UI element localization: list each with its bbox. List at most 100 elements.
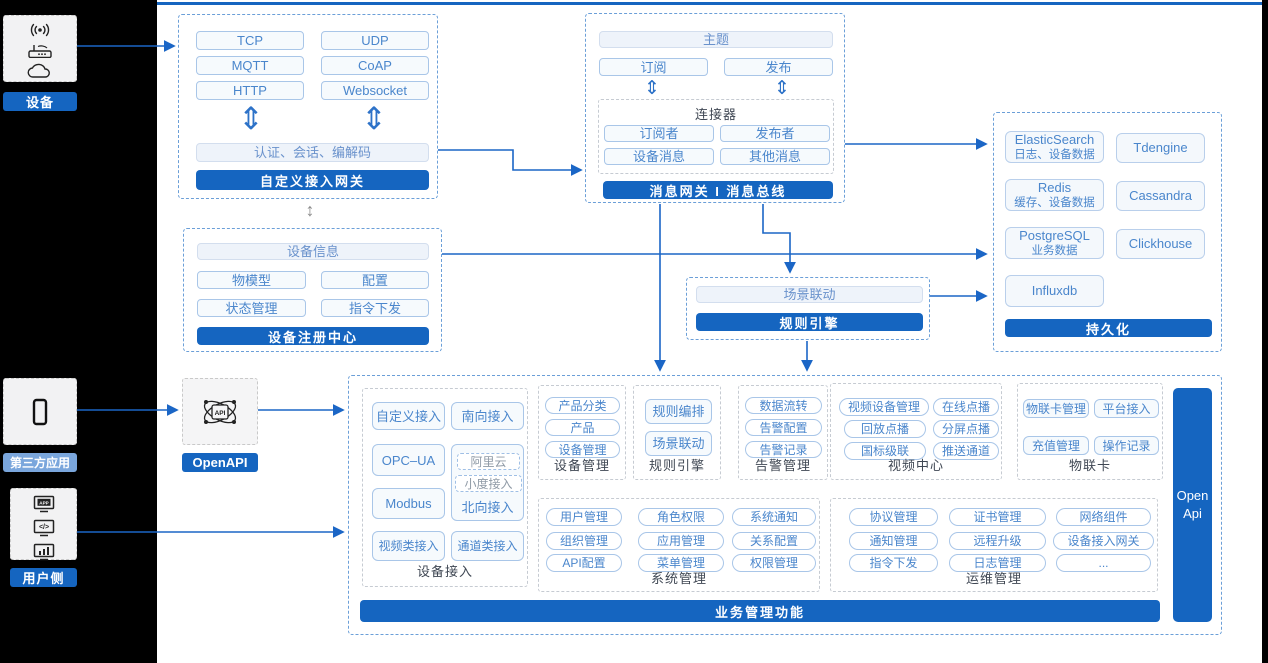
chip-influxdb: Influxdb	[1005, 275, 1104, 307]
app-window-icon: APP	[33, 495, 54, 513]
openapi-icon: API	[203, 399, 237, 424]
iot-card-label: 物联卡	[1068, 458, 1111, 473]
chip-alarm-record: 告警记录	[745, 441, 822, 458]
chart-window-icon	[33, 543, 54, 561]
chip-thing-model: 物模型	[197, 271, 306, 289]
chip-push-channel: 推送通道	[933, 442, 999, 460]
section-system: 用户管理 角色权限 系统通知 组织管理 应用管理 关系配置 API配置 菜单管理…	[538, 498, 820, 592]
section-alarm: 数据流转 告警配置 告警记录 告警管理	[738, 385, 828, 480]
chip-api-config: API配置	[546, 554, 622, 572]
chip-scene-linkage-2: 场景联动	[645, 431, 712, 456]
chip-publisher: 发布者	[720, 125, 830, 142]
chip-topic: 主题	[599, 31, 833, 48]
connector-title: 连接器	[694, 107, 737, 122]
chip-remote-upgrade: 远程升级	[949, 532, 1046, 550]
chip-scene-linkage: 场景联动	[696, 286, 923, 303]
section-video: 视频设备管理 在线点播 回放点播 分屏点播 国标级联 推送通道 视频中心	[830, 383, 1002, 480]
db-name: ElasticSearch	[1014, 131, 1095, 147]
chip-config: 配置	[321, 271, 429, 289]
double-arrow-icon: ⇕	[644, 78, 660, 99]
persistence-box: ElasticSearch 日志、设备数据 Tdengine Redis 缓存、…	[993, 112, 1222, 352]
chip-operation-record: 操作记录	[1094, 436, 1159, 455]
user-side-icon-box: APP </>	[10, 488, 77, 561]
ops-label: 运维管理	[965, 571, 1022, 586]
persistence-title-bar: 持久化	[1005, 319, 1212, 337]
gray-double-arrow-icon: ↕	[305, 200, 315, 220]
chip-iot-card-mgmt: 物联卡管理	[1023, 399, 1089, 418]
device-badge: 设备	[3, 92, 77, 111]
alarm-label: 告警管理	[754, 458, 811, 473]
chip-cert-mgmt: 证书管理	[949, 508, 1046, 526]
double-arrow-icon: ⇕	[361, 101, 387, 136]
chip-other-message: 其他消息	[720, 148, 830, 165]
chip-channel-access: 通道类接入	[451, 531, 524, 561]
chip-redis: Redis 缓存、设备数据	[1005, 179, 1104, 211]
svg-text:</>: </>	[38, 524, 48, 531]
chip-device-mgmt: 设备管理	[545, 441, 620, 458]
double-arrow-icon: ⇕	[238, 101, 264, 136]
chip-mqtt: MQTT	[196, 56, 304, 75]
system-label: 系统管理	[650, 571, 707, 586]
chip-product-category: 产品分类	[545, 397, 620, 414]
chip-device-message: 设备消息	[604, 148, 714, 165]
db-desc: 缓存、设备数据	[1014, 196, 1095, 209]
chip-custom-access: 自定义接入	[372, 402, 445, 430]
custom-gateway-title-bar: 自定义接入网关	[196, 170, 429, 190]
section-ops: 协议管理 证书管理 网络组件 通知管理 远程升级 设备接入网关 指令下发 日志管…	[830, 498, 1158, 592]
db-name: Redis	[1037, 179, 1072, 195]
chip-permission-mgmt: 权限管理	[732, 554, 816, 572]
cloud-icon	[27, 63, 50, 78]
chip-opc-ua: OPC–UA	[372, 444, 445, 476]
chip-recharge-mgmt: 充值管理	[1023, 436, 1089, 455]
chip-xiaodu-access: 小度接入	[455, 475, 522, 492]
third-party-badge: 第三方应用	[3, 453, 77, 472]
chip-more: ...	[1056, 554, 1151, 572]
svg-text:API: API	[215, 410, 226, 417]
message-gateway-title-bar: 消息网关 I 消息总线	[603, 181, 833, 199]
chip-udp: UDP	[321, 31, 429, 50]
custom-gateway-box: TCP UDP MQTT CoAP HTTP Websocket ⇕ ⇕ 认证、…	[178, 14, 438, 199]
chip-role-permission: 角色权限	[638, 508, 724, 526]
section-iot-card: 物联卡管理 平台接入 充值管理 操作记录 物联卡	[1017, 383, 1163, 480]
rule-engine-label: 规则引擎	[648, 458, 705, 473]
registry-title-bar: 设备注册中心	[197, 327, 429, 345]
chip-north-access-group: 阿里云 小度接入 北向接入	[451, 444, 524, 521]
openapi-icon-box: API	[182, 378, 258, 445]
rule-engine-box: 场景联动 规则引擎	[686, 277, 930, 340]
chip-postgresql: PostgreSQL 业务数据	[1005, 227, 1104, 259]
message-gateway-box: 主题 订阅 发布 ⇕ ⇕ 连接器 订阅者 发布者 设备消息 其他消息 消息网关 …	[585, 13, 845, 203]
chip-product: 产品	[545, 419, 620, 436]
chip-tcp: TCP	[196, 31, 304, 50]
business-title-bar: 业务管理功能	[360, 600, 1160, 622]
chip-network-component: 网络组件	[1056, 508, 1151, 526]
db-desc: 日志、设备数据	[1014, 148, 1095, 161]
section-rule-engine: 规则编排 场景联动 规则引擎	[633, 385, 721, 480]
phone-icon	[32, 398, 48, 425]
connector-box: 连接器 订阅者 发布者 设备消息 其他消息	[598, 99, 834, 174]
chip-http: HTTP	[196, 81, 304, 100]
rule-engine-title-bar: 规则引擎	[696, 313, 923, 331]
svg-text:APP: APP	[39, 500, 48, 505]
north-access-label: 北向接入	[461, 500, 514, 515]
chip-alarm-config: 告警配置	[745, 419, 822, 436]
chip-data-flow: 数据流转	[745, 397, 822, 414]
chip-clickhouse: Clickhouse	[1116, 229, 1205, 259]
chip-aliyun: 阿里云	[457, 453, 520, 470]
chip-split-screen: 分屏点播	[933, 420, 999, 438]
db-name: PostgreSQL	[1019, 227, 1090, 243]
open-api-vertical-bar: Open Api	[1173, 388, 1212, 622]
chip-coap: CoAP	[321, 56, 429, 75]
chip-publish: 发布	[724, 58, 833, 76]
device-registry-box: 设备信息 物模型 配置 状态管理 指令下发 设备注册中心	[183, 228, 442, 352]
chip-playback: 回放点播	[844, 420, 926, 438]
chip-subscriber: 订阅者	[604, 125, 714, 142]
section-device-access: 自定义接入 南向接入 OPC–UA 阿里云 小度接入 北向接入 Modbus 视…	[362, 388, 528, 587]
router-icon	[28, 45, 52, 58]
chip-cassandra: Cassandra	[1116, 181, 1205, 211]
chip-user-mgmt: 用户管理	[546, 508, 622, 526]
device-access-label: 设备接入	[416, 564, 473, 579]
code-window-icon: </>	[33, 519, 54, 537]
chip-subscribe: 订阅	[599, 58, 708, 76]
chip-log-mgmt: 日志管理	[949, 554, 1046, 572]
chip-south-access: 南向接入	[451, 402, 524, 430]
